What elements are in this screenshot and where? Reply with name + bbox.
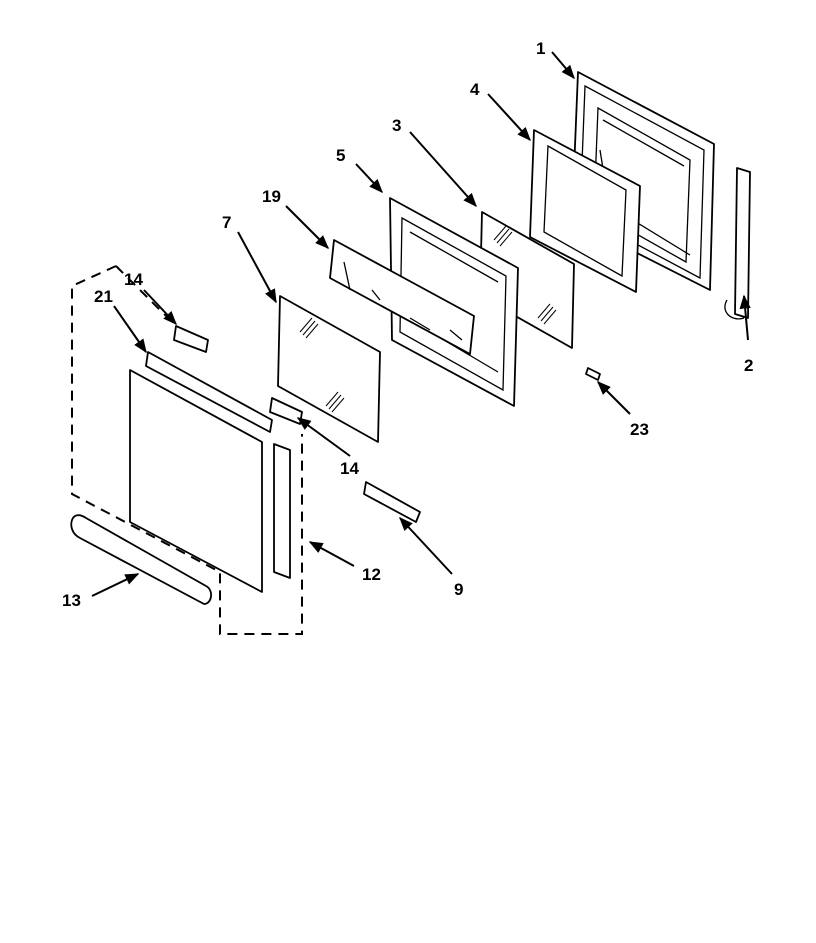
callout-13: 13 [62,591,81,610]
part-2-hinge [724,167,751,320]
callout-19: 19 [262,187,281,206]
leader-21 [113,305,147,354]
part-4-door-liner-frame [529,129,641,293]
callout-4: 4 [470,80,480,99]
callout-1: 1 [536,39,545,58]
leader-23 [597,381,631,415]
callout-7: 7 [222,213,231,232]
callout-9: 9 [454,580,463,599]
part-23-clip [585,367,601,381]
leader-19 [285,205,329,249]
leader-9 [399,516,453,575]
part-14-clip-lower [269,397,303,425]
leader-4 [487,93,531,142]
assembly-outline [71,265,303,635]
callout-14-upper: 14 [124,270,143,289]
part-14-clip-upper [173,325,209,353]
part-19-baffle [329,239,475,355]
leader-7 [237,231,277,304]
part-12-outer-door-panel [129,369,291,593]
leader-3 [409,131,477,208]
callout-12: 12 [362,565,381,584]
leader-2 [739,294,751,341]
part-7-inner-glass [277,295,381,443]
leader-1 [551,51,575,80]
part-13-door-handle [70,514,212,605]
callout-21: 21 [94,287,113,306]
leader-14-upper [143,289,177,326]
leader-14-lower [296,417,351,457]
callout-5: 5 [336,146,345,165]
callout-3: 3 [392,116,401,135]
callout-2: 2 [744,356,753,375]
leader-5 [355,163,383,194]
leader-12 [308,541,355,567]
callout-14-lower: 14 [340,459,359,478]
part-21-bracket [145,351,273,433]
part-9-trim-piece [363,481,421,523]
leader-13 [91,573,140,597]
callout-23: 23 [630,420,649,439]
